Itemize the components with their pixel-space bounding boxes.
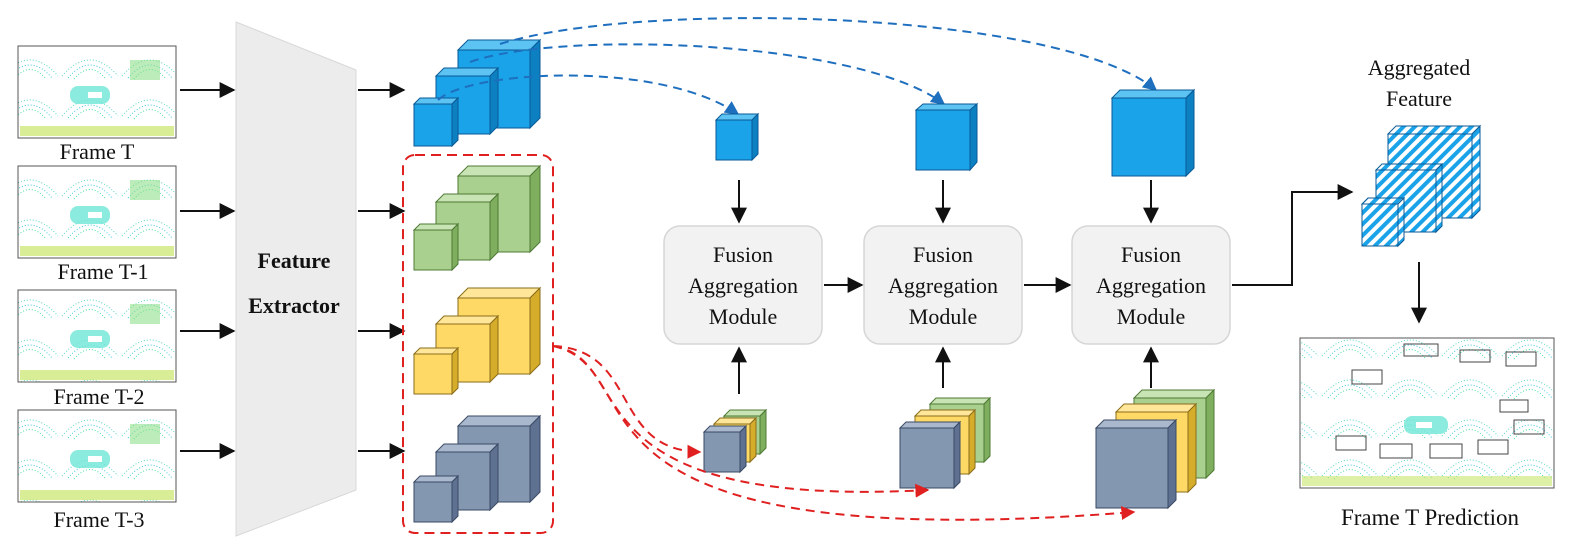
cube-small <box>412 96 460 148</box>
feature-extractor-block <box>235 21 357 537</box>
blue-to-module-arrows <box>731 180 1159 224</box>
prediction-label: Frame T Prediction <box>1341 505 1520 530</box>
multi-frame-features-group <box>402 154 554 534</box>
frame-thumbnail-t-2 <box>17 289 177 383</box>
module-line3: Module <box>709 304 777 329</box>
aggregated-label-line2: Feature <box>1386 86 1452 111</box>
yellow-feature-pyramid <box>412 286 542 396</box>
module-line3: Module <box>1117 304 1185 329</box>
extractor-label-line1: Feature <box>258 248 331 273</box>
blue-dashed-skip-arrows <box>437 17 1158 115</box>
frame-label: Frame T-2 <box>53 384 144 409</box>
output-arrow <box>1232 184 1354 286</box>
blue-feature-pyramid <box>412 38 542 148</box>
module-line2: Aggregation <box>1096 273 1206 298</box>
extractor-label-line2: Extractor <box>248 293 340 318</box>
stage3-blue-cube <box>1110 88 1196 178</box>
green-feature-pyramid <box>412 164 542 272</box>
cube-small <box>412 474 460 524</box>
frame-label: Frame T <box>60 139 135 164</box>
cube-small <box>412 346 460 396</box>
frame-thumbnail-t-1 <box>17 165 177 259</box>
cube-small <box>1360 196 1406 248</box>
stack-to-module-arrows <box>731 346 1159 394</box>
frame-thumbnail-t-3 <box>17 409 177 503</box>
stage1-blue-cube <box>714 112 760 162</box>
input-arrows <box>180 82 236 459</box>
fusion-module-2: Fusion Aggregation Module <box>863 225 1023 345</box>
prediction-image <box>1299 337 1555 489</box>
fusion-module-1: Fusion Aggregation Module <box>663 225 823 345</box>
cube-small <box>412 222 460 272</box>
frame-label: Frame T-3 <box>53 507 144 532</box>
frame-thumbnail-t <box>17 45 177 139</box>
slate-feature-pyramid <box>412 414 542 524</box>
stage2-stacked-features <box>898 396 992 490</box>
frame-label: Frame T-1 <box>57 259 148 284</box>
stage1-stacked-features <box>702 408 768 474</box>
module-line1: Fusion <box>1121 242 1181 267</box>
aggregated-feature-pyramid <box>1360 124 1482 248</box>
extractor-output-arrows <box>358 82 406 459</box>
aggregated-label-line1: Aggregated <box>1368 55 1471 80</box>
module-line3: Module <box>909 304 977 329</box>
stage2-blue-cube <box>914 102 979 172</box>
module-line2: Aggregation <box>888 273 998 298</box>
module-line2: Aggregation <box>688 273 798 298</box>
red-dashed-feature-arrows <box>552 345 1136 521</box>
stage3-stacked-features <box>1094 388 1216 510</box>
module-line1: Fusion <box>913 242 973 267</box>
fusion-module-3: Fusion Aggregation Module <box>1071 225 1231 345</box>
module-line1: Fusion <box>713 242 773 267</box>
